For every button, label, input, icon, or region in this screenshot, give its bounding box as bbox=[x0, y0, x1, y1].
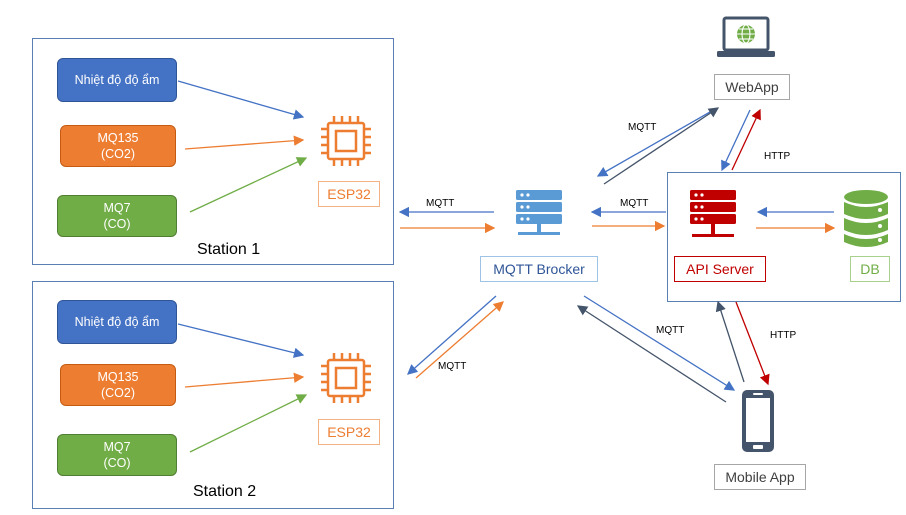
edge-label-station2-broker: MQTT bbox=[438, 361, 467, 372]
sensor-label: MQ135 bbox=[97, 131, 139, 145]
s1-temp-humidity-sensor: Nhiệt độ độ ẩm bbox=[57, 58, 177, 102]
db-label: DB bbox=[850, 256, 890, 282]
edge-label-webapp-api: HTTP bbox=[764, 151, 791, 162]
sensor-label: MQ135 bbox=[97, 370, 139, 384]
api-server-label: API Server bbox=[674, 256, 766, 282]
chip-icon bbox=[321, 353, 371, 403]
webapp-to-api-arrow bbox=[721, 109, 751, 172]
s1-mq7-sensor: MQ7 (CO) bbox=[57, 195, 177, 237]
sensor-sublabel: (CO2) bbox=[100, 147, 136, 161]
s2-mq135-sensor: MQ135 (CO2) bbox=[60, 364, 176, 406]
sensor-label: Nhiệt độ độ ẩm bbox=[74, 73, 160, 87]
sensor-sublabel: (CO) bbox=[103, 456, 131, 470]
s1-temp-to-esp-arrow bbox=[177, 80, 305, 120]
edge-label-broker-mobile: MQTT bbox=[656, 325, 685, 336]
edge-label-station1-broker: MQTT bbox=[426, 198, 455, 209]
sensor-sublabel: (CO2) bbox=[100, 386, 136, 400]
api-to-mobile-arrow bbox=[735, 301, 770, 386]
esp32-label: ESP32 bbox=[318, 181, 380, 207]
mobile-to-api-arrow bbox=[715, 300, 745, 383]
webapp-label: WebApp bbox=[714, 74, 790, 100]
sensor-label: MQ7 bbox=[103, 201, 131, 215]
server-icon bbox=[690, 190, 736, 237]
station-1-title: Station 1 bbox=[197, 241, 261, 258]
edge-label-broker-webapp: MQTT bbox=[628, 122, 657, 133]
api-to-webapp-arrow bbox=[731, 108, 761, 171]
chip-icon bbox=[321, 116, 371, 166]
mobile-to-broker-arrow bbox=[576, 305, 727, 403]
esp32-label: ESP32 bbox=[318, 419, 380, 445]
sensor-label: Nhiệt độ độ ẩm bbox=[74, 315, 160, 329]
broker-to-station2-arrow bbox=[407, 295, 497, 375]
station-2-title: Station 2 bbox=[193, 483, 257, 500]
s1-mq135-sensor: MQ135 (CO2) bbox=[60, 125, 176, 167]
laptop-globe-icon bbox=[717, 16, 775, 57]
broker-to-mobile-arrow bbox=[583, 295, 736, 391]
s1-mq7-to-esp-arrow bbox=[189, 157, 308, 213]
s1-mq135-to-esp-arrow bbox=[184, 135, 305, 150]
sensor-label: MQ7 bbox=[103, 440, 131, 454]
edge-label-broker-api: MQTT bbox=[620, 198, 649, 209]
s2-mq7-to-esp-arrow bbox=[189, 394, 308, 453]
database-icon bbox=[844, 190, 888, 247]
s2-mq7-sensor: MQ7 (CO) bbox=[57, 434, 177, 476]
webapp-to-broker-arrow bbox=[596, 111, 711, 177]
s2-temp-to-esp-arrow bbox=[177, 323, 305, 358]
broker-to-webapp-arrow bbox=[603, 107, 720, 185]
s2-mq135-to-esp-arrow bbox=[184, 372, 305, 388]
broker-label: MQTT Brocker bbox=[480, 256, 598, 282]
server-icon bbox=[516, 190, 562, 235]
station2-to-broker-arrow bbox=[415, 301, 504, 379]
sensor-sublabel: (CO) bbox=[103, 217, 131, 231]
edge-label-api-mobile: HTTP bbox=[770, 330, 797, 341]
smartphone-icon bbox=[742, 390, 774, 452]
mobile-app-label: Mobile App bbox=[714, 464, 806, 490]
s2-temp-humidity-sensor: Nhiệt độ độ ẩm bbox=[57, 300, 177, 344]
